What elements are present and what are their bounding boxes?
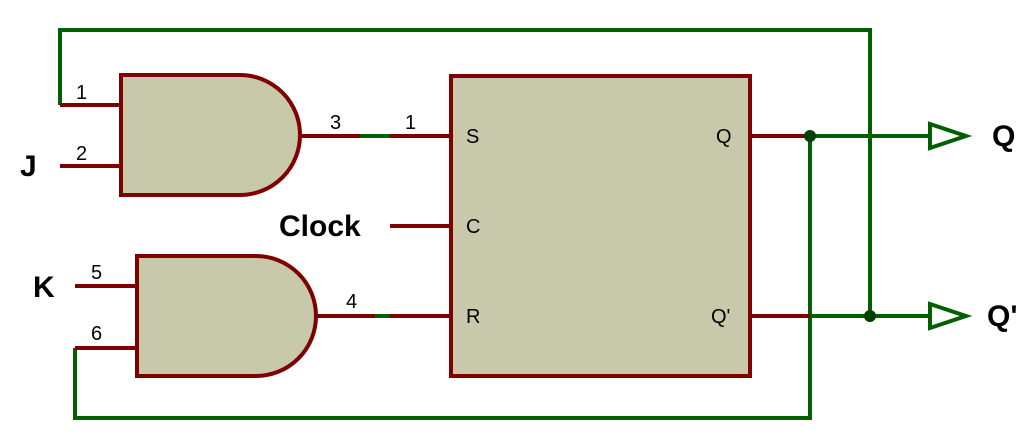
qbar-output-arrow xyxy=(928,301,973,331)
flipflop-block xyxy=(449,74,752,378)
and-gate-2 xyxy=(135,254,318,378)
pin-wires xyxy=(60,103,810,350)
gate2-pin-out-number: 4 xyxy=(346,291,357,313)
input-clock-label: Clock xyxy=(279,210,361,243)
input-k-label: K xyxy=(33,271,55,304)
junction-qbar xyxy=(864,310,876,322)
wire-q-feedback xyxy=(73,136,812,420)
and-gate-1 xyxy=(119,73,302,197)
flipflop-s-label: S xyxy=(466,126,479,148)
gate2-pin-top-number: 5 xyxy=(91,262,102,284)
output-qbar-label: Q' xyxy=(987,300,1017,333)
output-q-label: Q xyxy=(992,120,1015,153)
wire-qbar-feedback xyxy=(58,28,872,316)
flipflop-r-label: R xyxy=(466,306,480,328)
flipflop-s-net-number: 1 xyxy=(405,112,416,134)
input-j-label: J xyxy=(20,150,37,183)
junction-q xyxy=(804,130,816,142)
q-output-arrow xyxy=(928,121,973,151)
flipflop-c-label: C xyxy=(466,216,480,238)
flipflop-q-label: Q xyxy=(716,126,732,148)
gate1-pin-top-number: 1 xyxy=(76,82,87,104)
gate2-pin-bottom-number: 6 xyxy=(91,323,102,345)
gate1-pin-out-number: 3 xyxy=(330,112,341,134)
gate1-pin-bottom-number: 2 xyxy=(76,143,87,165)
flipflop-qbar-label: Q' xyxy=(711,306,730,328)
